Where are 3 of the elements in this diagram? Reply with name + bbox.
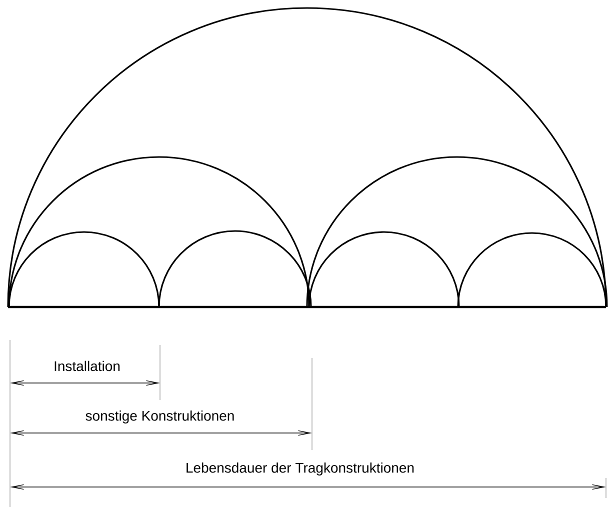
dimension-label: Lebensdauer der Tragkonstruktionen [186, 462, 414, 476]
dimension-label: sonstige Konstruktionen [86, 410, 234, 424]
dimension-label: Installation [54, 360, 120, 372]
